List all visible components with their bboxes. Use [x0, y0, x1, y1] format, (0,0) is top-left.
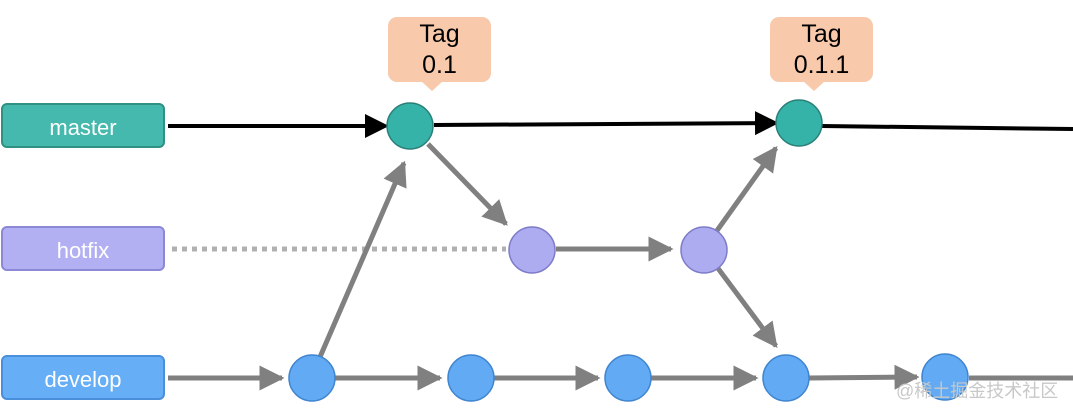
tag-pointer	[803, 81, 825, 91]
tag-callout-0-1: Tag 0.1	[388, 17, 491, 91]
branch-label-develop: develop	[1, 355, 165, 400]
edge-develop-to-master	[317, 160, 407, 358]
branch-label-master: master	[1, 103, 165, 148]
develop-commit-node	[921, 353, 969, 401]
branch-label-hotfix: hotfix	[1, 226, 165, 271]
master-line-3	[821, 124, 1073, 131]
develop-commit-node	[604, 354, 652, 402]
develop-line-5	[808, 364, 920, 390]
master-commit-node	[775, 99, 823, 147]
tag-version: 0.1	[422, 51, 457, 79]
hotfix-commit-node	[680, 226, 728, 274]
develop-commit-node	[762, 354, 810, 402]
edge-hotfix-to-master	[713, 145, 779, 234]
develop-commit-node	[447, 354, 495, 402]
edge-master-to-hotfix	[426, 142, 508, 226]
tag-pointer	[421, 81, 443, 91]
tag-callout-0-1-1: Tag 0.1.1	[770, 17, 873, 91]
hotfix-commit-node	[508, 226, 556, 274]
watermark: @稀土掘金技术社区	[896, 381, 1059, 401]
develop-commit-node	[288, 354, 336, 402]
tag-title: Tag	[801, 20, 842, 48]
edge-hotfix-to-develop	[714, 265, 779, 349]
master-commit-node	[386, 102, 434, 150]
master-line-2	[433, 111, 779, 136]
tag-title: Tag	[419, 20, 460, 48]
tag-version: 0.1.1	[793, 51, 850, 79]
